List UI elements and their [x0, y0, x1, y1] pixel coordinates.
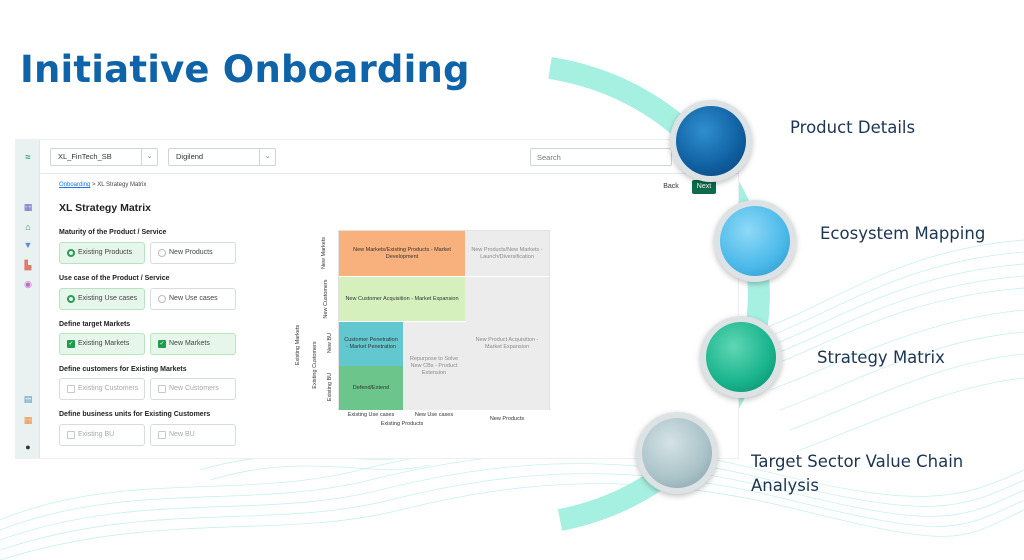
radio-icon [158, 249, 166, 257]
chevron-down-icon: ⌄ [259, 149, 275, 165]
option-new-bu[interactable]: New BU [150, 424, 236, 446]
org-select-value: XL_FinTech_SB [58, 152, 112, 161]
filter-icon[interactable]: ▼ [23, 240, 33, 250]
row-label-existing-markets: Existing Markets [295, 324, 301, 366]
logo-icon: ≈ [25, 152, 31, 162]
question-label: Maturity of the Product / Service [59, 229, 167, 236]
step-label-target-sector: Target Sector Value Chain Analysis [751, 450, 963, 498]
col-label-new-products: New Products [489, 416, 525, 422]
step-label-line: Analysis [751, 476, 819, 495]
row-label-existing-bu: Existing BU [327, 372, 333, 402]
checkbox-icon [158, 431, 166, 439]
app-sidebar: ≈ ▦ ⌂ ▼ ▙ ◉ ▤ ▦ ● [16, 140, 40, 458]
option-new-use-cases[interactable]: New Use cases [150, 288, 236, 310]
row-label-new-bu: New BU [327, 332, 333, 354]
unit-select-value: Digilend [176, 152, 204, 161]
breadcrumb-current: > XL Strategy Matrix [90, 182, 147, 188]
matrix-cell-product-extension[interactable]: Repurpose to Solve New CBs - Product Ext… [403, 322, 465, 410]
matrix-cell-market-development[interactable]: New Markets/Existing Products - Market D… [339, 231, 465, 276]
option-label: New Customers [169, 385, 219, 392]
matrix-cell-market-penetration[interactable]: Customer Penetration - Market Penetratio… [339, 322, 403, 366]
unit-select[interactable]: Digilend ⌄ [168, 148, 276, 166]
option-new-products[interactable]: New Products [150, 242, 236, 264]
option-existing-markets[interactable]: ✓ Existing Markets [59, 333, 145, 355]
matrix-cell-diversification[interactable]: New Products/New Markets - Launch/Divers… [465, 231, 549, 276]
radio-selected-icon [67, 249, 75, 257]
step-circle-target-sector[interactable] [636, 412, 718, 494]
checkbox-icon [158, 385, 166, 393]
user-icon[interactable]: ● [25, 442, 31, 452]
step-circle-ecosystem-mapping[interactable] [714, 200, 796, 282]
chart-icon[interactable]: ▙ [24, 260, 32, 270]
matrix-cell-defend-extend[interactable]: Defend/Extend [339, 366, 403, 410]
option-label: Existing Products [78, 249, 133, 256]
chevron-down-icon: ⌄ [141, 149, 157, 165]
option-label: New Products [169, 249, 213, 256]
question-label: Define business units for Existing Custo… [59, 411, 211, 418]
option-label: New Markets [169, 340, 210, 347]
back-button[interactable]: Back [656, 180, 686, 194]
option-label: New Use cases [169, 295, 218, 302]
checkbox-icon [67, 431, 75, 439]
option-new-markets[interactable]: ✓ New Markets [150, 333, 236, 355]
option-existing-use-cases[interactable]: Existing Use cases [59, 288, 145, 310]
option-existing-products[interactable]: Existing Products [59, 242, 145, 264]
breadcrumb: Onboarding > XL Strategy Matrix [59, 182, 146, 188]
radio-selected-icon [67, 295, 75, 303]
radio-icon [158, 295, 166, 303]
org-select[interactable]: XL_FinTech_SB ⌄ [50, 148, 158, 166]
step-circle-strategy-matrix[interactable] [700, 316, 782, 398]
target-icon[interactable]: ◉ [24, 279, 32, 289]
row-label-new-markets: New Markets [321, 236, 327, 270]
app-topbar: XL_FinTech_SB ⌄ Digilend ⌄ ▢ [40, 140, 738, 174]
col-label-existing-products: Existing Products [380, 421, 424, 427]
row-label-existing-customers: Existing Customers [312, 341, 318, 389]
option-label: Existing Markets [78, 340, 130, 347]
option-existing-bu[interactable]: Existing BU [59, 424, 145, 446]
option-label: Existing Use cases [78, 295, 138, 302]
matrix-cell-product-acquisition[interactable]: New Product Acquisition - Market Expansi… [465, 277, 549, 410]
option-label: Existing BU [78, 431, 115, 438]
grid-icon[interactable]: ▦ [23, 202, 33, 212]
question-label: Define target Markets [59, 321, 131, 328]
checkbox-icon [67, 385, 75, 393]
app-screenshot: ≈ ▦ ⌂ ▼ ▙ ◉ ▤ ▦ ● XL_FinTech_SB ⌄ Digile… [16, 140, 738, 458]
step-label-line: Target Sector Value Chain [751, 452, 964, 471]
row-label-new-customers: New Customers [323, 279, 329, 319]
option-new-customers[interactable]: New Customers [150, 378, 236, 400]
step-label-ecosystem-mapping: Ecosystem Mapping [820, 224, 986, 243]
strategy-matrix: New Markets/Existing Products - Market D… [295, 230, 552, 430]
folder-icon[interactable]: ▦ [23, 415, 33, 425]
next-button[interactable]: Next [692, 180, 716, 194]
option-existing-customers[interactable]: Existing Customers [59, 378, 145, 400]
matrix-cell-market-expansion[interactable]: New Customer Acquisition - Market Expans… [339, 277, 465, 321]
question-label: Use case of the Product / Service [59, 275, 170, 282]
option-label: New BU [169, 431, 195, 438]
page-title: Initiative Onboarding [20, 48, 470, 91]
option-label: Existing Customers [78, 385, 139, 392]
step-label-strategy-matrix: Strategy Matrix [817, 348, 945, 367]
step-circle-product-details[interactable] [670, 100, 752, 182]
breadcrumb-link-onboarding[interactable]: Onboarding [59, 182, 91, 188]
document-icon[interactable]: ▤ [23, 394, 33, 404]
col-label-existing-use-cases: Existing Use cases [347, 412, 395, 418]
question-label: Define customers for Existing Markets [59, 366, 187, 373]
col-label-new-use-cases: New Use cases [414, 412, 454, 418]
search-input[interactable] [530, 148, 672, 166]
checkbox-checked-icon: ✓ [67, 340, 75, 348]
home-icon[interactable]: ⌂ [25, 222, 31, 232]
app-heading: XL Strategy Matrix [59, 202, 152, 214]
checkbox-checked-icon: ✓ [158, 340, 166, 348]
step-label-product-details: Product Details [790, 118, 916, 137]
